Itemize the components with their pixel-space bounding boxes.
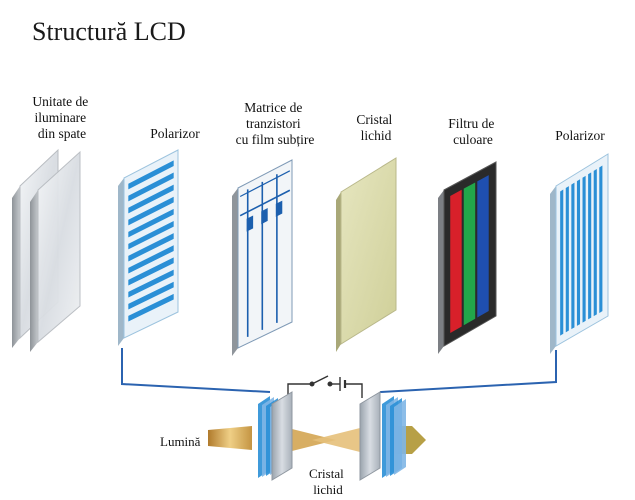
label-backlight-line-2: iluminare (34, 110, 86, 125)
label-polarizer-1-line-1: Polarizor (150, 126, 200, 141)
polarizer-1-panel (118, 149, 179, 346)
layer-labels: Unitate de iluminare din spate Polarizor… (32, 94, 605, 147)
cell-right-polarizer-sheet (394, 399, 406, 475)
tft-face (237, 159, 293, 349)
cell-crystal-label: Cristal lichid (309, 466, 347, 497)
liquid-crystal-panel (336, 157, 397, 352)
cell-left-glass (271, 391, 293, 481)
polarizer-2-stripes (560, 165, 603, 336)
lc-face (340, 157, 397, 345)
polarizer-2-panel (550, 153, 609, 354)
polarizer-2-stripe (576, 179, 581, 326)
backlight-rear-edge (12, 186, 20, 348)
circuit (287, 375, 363, 398)
tft-grid-lines (239, 170, 291, 337)
backlight-front-glass (37, 150, 81, 344)
diagram-title: Structură LCD (32, 17, 186, 46)
label-polarizer-1: Polarizor (150, 126, 200, 141)
polarizer-1-stripe (128, 196, 174, 226)
filter-edge (438, 190, 444, 354)
lc-edge (336, 192, 341, 352)
polarizer-1-stripe (128, 281, 174, 310)
label-polarizer-2: Polarizor (555, 128, 605, 143)
polarizer-1-stripe (128, 245, 174, 274)
polarizer-2-stripe (588, 172, 592, 320)
label-polarizer-2-line-1: Polarizor (555, 128, 605, 143)
polarizer-2-stripe (593, 168, 597, 317)
polarizer-1-stripe (128, 257, 174, 286)
tft-transistor-pad (275, 200, 283, 217)
label-tft-line-3: cu film subțire (236, 132, 315, 147)
circuit-wire-left (287, 383, 312, 398)
tft-edge (232, 188, 238, 356)
label-backlight: Unitate de iluminare din spate (32, 94, 91, 141)
polarizer-1-stripe (128, 221, 174, 250)
label-filter-line-1: Filtru de (448, 116, 494, 131)
filter-red-stripe (450, 189, 462, 334)
connector-right (379, 350, 557, 393)
label-tft-matrix: Matrice de tranzistori cu film subțire (236, 100, 315, 147)
tft-gate-line (239, 189, 291, 217)
backlight-panel (12, 148, 81, 352)
polarizer-2-edge (550, 186, 556, 354)
light-label: Lumină (160, 434, 201, 449)
label-liquid-crystal: Cristal lichid (356, 112, 395, 143)
switch-lever (311, 375, 329, 385)
label-tft-line-1: Matrice de (244, 100, 302, 115)
tft-transistor-pad (261, 208, 268, 225)
polarizer-1-stripe (128, 160, 174, 190)
polarizer-2-stripe (560, 189, 564, 336)
label-lc-line-1: Cristal (356, 112, 392, 127)
tft-transistor-pad (246, 215, 254, 232)
label-tft-line-2: tranzistori (246, 116, 301, 131)
polarizer-2-stripe (582, 175, 586, 323)
polarizer-2-stripe (571, 182, 575, 330)
polarizer-1-stripes (128, 160, 174, 322)
color-filter-panel (438, 161, 497, 354)
cell-crystal-line-1: Cristal (309, 466, 344, 481)
lcd-cell (258, 391, 406, 481)
polarizer-1-stripe (128, 172, 174, 202)
label-backlight-line-1: Unitate de (32, 94, 88, 109)
filter-green-stripe (463, 182, 476, 326)
label-backlight-line-3: din spate (38, 126, 86, 141)
switch-pivot (309, 381, 315, 387)
polarizer-1-stripe (128, 233, 174, 262)
filter-blue-stripe (477, 175, 489, 318)
polarizer-1-stripe (128, 184, 174, 214)
cell-crystal-line-2: lichid (313, 482, 343, 497)
polarizer-1-stripe (128, 208, 174, 238)
label-filter-line-2: culoare (453, 132, 493, 147)
polarizer-1-stripe (128, 269, 174, 298)
tft-matrix-panel (232, 159, 293, 356)
polarizer-1-stripe (128, 293, 174, 322)
connector-lines (121, 348, 557, 393)
circuit-wire-right (345, 383, 363, 398)
label-color-filter: Filtru de culoare (448, 116, 498, 147)
polarizer-2-stripe (565, 186, 569, 333)
connector-left (121, 348, 271, 393)
tft-top-line (239, 170, 291, 198)
label-lc-line-2: lichid (361, 128, 392, 143)
beam-twist-b (312, 428, 360, 452)
cell-right-polarizer (382, 396, 406, 478)
cell-right-glass (359, 391, 381, 481)
beam-input (208, 426, 252, 450)
backlight-front-edge (30, 190, 38, 352)
polarizer-2-stripe (599, 165, 603, 313)
polarizer-1-edge (118, 178, 124, 346)
